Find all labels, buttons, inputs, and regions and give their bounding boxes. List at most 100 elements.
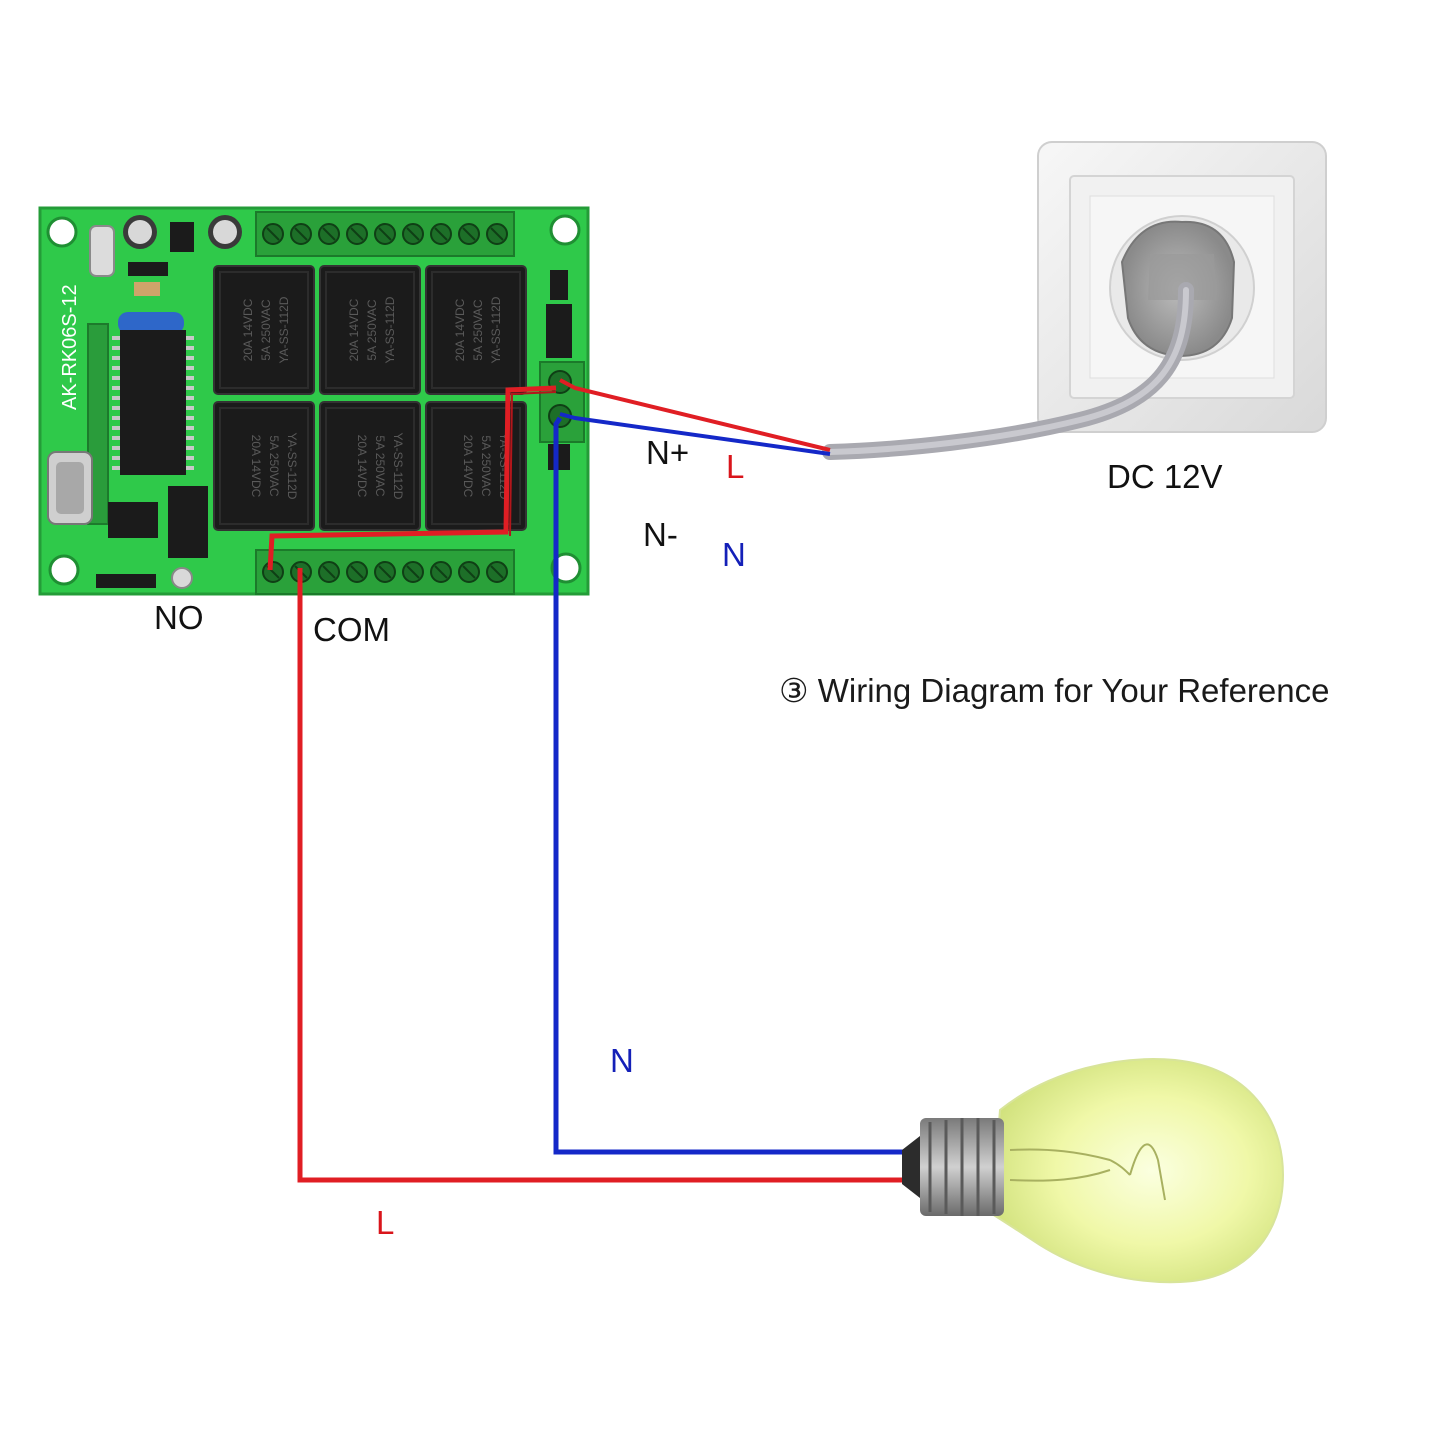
small-component xyxy=(128,262,168,276)
ic-pin xyxy=(112,386,120,390)
neutral-supply-wire xyxy=(559,412,831,456)
capacitor xyxy=(123,215,157,249)
ic-pin xyxy=(186,336,194,340)
relay: 20A 14VDC 5A 250VAC YA-SS-112D xyxy=(319,265,421,395)
ic-pin xyxy=(186,466,194,470)
bulb-filament xyxy=(1009,1143,1166,1201)
relay-print: YA-SS-112D xyxy=(277,296,291,363)
ic-pin xyxy=(112,376,120,380)
terminal-screw-slot xyxy=(462,565,476,579)
terminal-screw-slot xyxy=(322,227,336,241)
relay-print: YA-SS-112D xyxy=(383,296,397,363)
transistor xyxy=(170,222,194,252)
relay-print: 5A 250VAC xyxy=(259,299,273,360)
small-ic xyxy=(108,502,158,538)
ic-pin xyxy=(112,396,120,400)
ic-pin xyxy=(112,466,120,470)
relay-edge xyxy=(325,407,415,525)
diagram-caption: ③ Wiring Diagram for Your Reference xyxy=(779,672,1330,709)
mounting-hole xyxy=(48,554,80,586)
n-top-label: N xyxy=(722,536,746,573)
ic-pin xyxy=(186,416,194,420)
relay-body xyxy=(425,401,527,531)
relay-body xyxy=(425,265,527,395)
crystal xyxy=(89,225,115,277)
relay-print: 5A 250VAC xyxy=(471,299,485,360)
small-component xyxy=(548,444,570,470)
mounting-hole xyxy=(549,214,581,246)
relay-edge xyxy=(219,271,309,389)
n-plus-label: N+ xyxy=(646,434,690,471)
com-terminal-label: COM xyxy=(313,611,390,648)
terminal-screw-slot xyxy=(322,565,336,579)
relay-print: 20A 14VDC xyxy=(453,298,467,361)
terminal-screw-slot xyxy=(378,565,392,579)
terminal-screw-slot xyxy=(350,565,364,579)
live-jumper-wire-shadow xyxy=(509,391,557,537)
n-minus-label: N- xyxy=(643,516,678,553)
terminal-screw-slot xyxy=(406,227,420,241)
relay-body xyxy=(213,265,315,395)
mounting-hole xyxy=(46,216,78,248)
mounting-hole xyxy=(550,552,582,584)
relay-print: 5A 250VAC xyxy=(479,435,493,496)
ic-pin xyxy=(112,406,120,410)
terminal-screw-slot xyxy=(350,227,364,241)
relay-print: YA-SS-112D xyxy=(489,296,503,363)
bulb-base-threads xyxy=(928,1118,996,1216)
inductor xyxy=(118,312,184,334)
capacitor xyxy=(208,215,242,249)
terminal-screw-slot xyxy=(406,565,420,579)
dc-voltage-label: DC 12V xyxy=(1107,458,1223,495)
relay-print: 20A 14VDC xyxy=(347,298,361,361)
relay-group: 20A 14VDC 5A 250VAC YA-SS-112D 20A 14VDC 5A … xyxy=(213,265,527,531)
ic-pin xyxy=(112,346,120,350)
relay-print: YA-SS-112D xyxy=(391,433,405,500)
ic-pin xyxy=(112,446,120,450)
relay: 20A 14VDC 5A 250VAC YA-SS-112D xyxy=(319,401,421,531)
live-jumper-wire xyxy=(267,385,557,571)
relay-print: 5A 250VAC xyxy=(373,435,387,496)
relay-print: 20A 14VDC xyxy=(355,435,369,498)
plug-rim xyxy=(1148,254,1216,300)
ic-pin xyxy=(186,426,194,430)
live-supply-wire xyxy=(559,378,831,452)
terminal-screw-slot xyxy=(462,227,476,241)
ic-pin xyxy=(112,366,120,370)
terminal-screw-slot xyxy=(378,227,392,241)
relay-body xyxy=(319,265,421,395)
ic-pin xyxy=(186,356,194,360)
small-component xyxy=(134,282,160,296)
relay-edge xyxy=(431,407,521,525)
relay-print: 20A 14VDC xyxy=(249,435,263,498)
relay-print: 5A 250VAC xyxy=(365,299,379,360)
ic-pin xyxy=(112,416,120,420)
power-cable-highlight xyxy=(827,287,1189,455)
relay-print: 20A 14VDC xyxy=(461,435,475,498)
ic-pin xyxy=(186,366,194,370)
bulb-glass xyxy=(990,1058,1285,1284)
relay-edge xyxy=(325,271,415,389)
relay-body xyxy=(319,401,421,531)
ic-pin xyxy=(186,396,194,400)
terminal-screw-slot xyxy=(294,227,308,241)
ic-pin xyxy=(112,436,120,440)
ic-pin xyxy=(112,456,120,460)
relay-edge xyxy=(431,271,521,389)
relay-edge xyxy=(219,407,309,525)
ic-pins xyxy=(112,336,194,470)
l-top-label: L xyxy=(726,448,745,485)
led xyxy=(171,567,193,589)
n-bottom-label: N xyxy=(610,1042,634,1079)
terminal-screw-slot xyxy=(266,227,280,241)
ic-pin xyxy=(186,446,194,450)
terminal-screw-slot xyxy=(434,565,448,579)
main-ic xyxy=(120,330,186,475)
neutral-load-wire xyxy=(553,416,905,1155)
no-terminal-label: NO xyxy=(154,599,204,636)
